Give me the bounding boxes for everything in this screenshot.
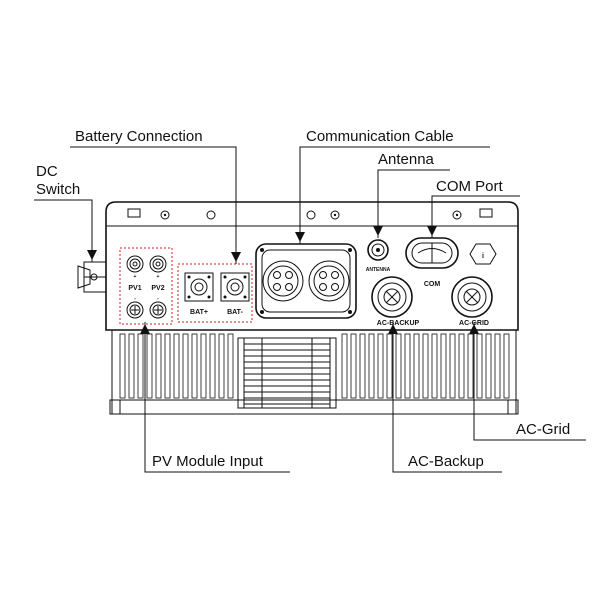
heatsink-fin (449, 333, 456, 399)
com-port-label: COM Port (436, 178, 504, 195)
heatsink-fin (218, 333, 225, 399)
pv-input-group: PV1 PV2 + + - - (119, 247, 173, 325)
svg-text:-: - (134, 296, 136, 302)
antenna-label: Antenna (378, 151, 435, 168)
antenna-port[interactable] (367, 239, 389, 261)
battery-connector-group: BAT+ BAT- (177, 263, 253, 323)
pv2-minus-connector[interactable] (149, 301, 167, 319)
heatsink-fin (440, 333, 447, 399)
heatsink-fin (119, 333, 126, 399)
heatsink-fin (341, 333, 348, 399)
heatsink-fin (173, 333, 180, 399)
heatsink-fin (350, 333, 357, 399)
top-slot-right (479, 208, 493, 218)
heatsink-fin (368, 333, 375, 399)
screw-icon (206, 210, 216, 220)
dc-switch[interactable] (77, 261, 107, 293)
heatsink-fin (191, 333, 198, 399)
pv-highlight-box (119, 247, 173, 325)
antenna-panel-label: ANTENNA (366, 267, 391, 273)
svg-text:i: i (482, 253, 484, 260)
heatsink-fin (413, 333, 420, 399)
pv1-minus-connector[interactable] (126, 301, 144, 319)
pv1-label: PV1 (128, 285, 141, 292)
pv2-label: PV2 (151, 285, 164, 292)
heatsink-center-grid (237, 337, 337, 409)
heatsink-fin (422, 333, 429, 399)
info-symbol-icon: i (469, 243, 497, 265)
heatsink-fin (164, 333, 171, 399)
heatsink (109, 329, 519, 415)
pv-module-input-label: PV Module Input (152, 453, 264, 470)
heatsink-fin (155, 333, 162, 399)
heatsink-fin (209, 333, 216, 399)
communication-cable-gland[interactable] (255, 243, 357, 319)
pv2-plus-connector[interactable] (149, 255, 167, 273)
heatsink-fin (227, 333, 234, 399)
bat-plus-label: BAT+ (190, 309, 208, 316)
svg-text:+: + (134, 274, 137, 280)
heatsink-fin (386, 333, 393, 399)
left-foot (109, 399, 121, 415)
heatsink-fin (458, 333, 465, 399)
right-foot (507, 399, 519, 415)
bat-plus-connector[interactable] (184, 272, 214, 302)
heatsink-fin (503, 333, 510, 399)
heatsink-fin (377, 333, 384, 399)
heatsink-fin (359, 333, 366, 399)
screw-icon (160, 210, 170, 220)
inverter-housing (105, 201, 519, 331)
pv1-plus-connector[interactable] (126, 255, 144, 273)
top-slot-left (127, 208, 141, 218)
dc-switch-label-line1: DC (36, 163, 58, 180)
bat-minus-label: BAT- (227, 309, 243, 316)
ac-backup-label: AC-Backup (408, 453, 484, 470)
dc-switch-label-line2: Switch (36, 181, 80, 198)
heatsink-fin (431, 333, 438, 399)
heatsink-fin (137, 333, 144, 399)
heatsink-fin (467, 333, 474, 399)
callout-leaders (34, 146, 586, 473)
ac-grid-label: AC-Grid (516, 421, 570, 438)
battery-connection-label: Battery Connection (75, 128, 203, 145)
heatsink-fin (146, 333, 153, 399)
ac-backup-panel-label: AC-BACKUP (377, 320, 420, 327)
svg-text:+: + (157, 274, 160, 280)
heatsink-fin (128, 333, 135, 399)
heatsink-fin (404, 333, 411, 399)
screw-icon (330, 210, 340, 220)
svg-text:-: - (157, 296, 159, 302)
heatsink-fin (494, 333, 501, 399)
ac-grid-connector[interactable] (451, 276, 493, 318)
communication-cable-label: Communication Cable (306, 128, 454, 145)
heatsink-fin (485, 333, 492, 399)
battery-highlight-box (177, 263, 253, 323)
screw-icon (452, 210, 462, 220)
heatsink-fin (200, 333, 207, 399)
ac-backup-connector[interactable] (371, 276, 413, 318)
screw-icon (306, 210, 316, 220)
heatsink-fin (395, 333, 402, 399)
com-panel-label: COM (424, 281, 441, 288)
heatsink-fin (182, 333, 189, 399)
com-port[interactable] (405, 237, 459, 269)
heatsink-fin (476, 333, 483, 399)
bat-minus-connector[interactable] (220, 272, 250, 302)
